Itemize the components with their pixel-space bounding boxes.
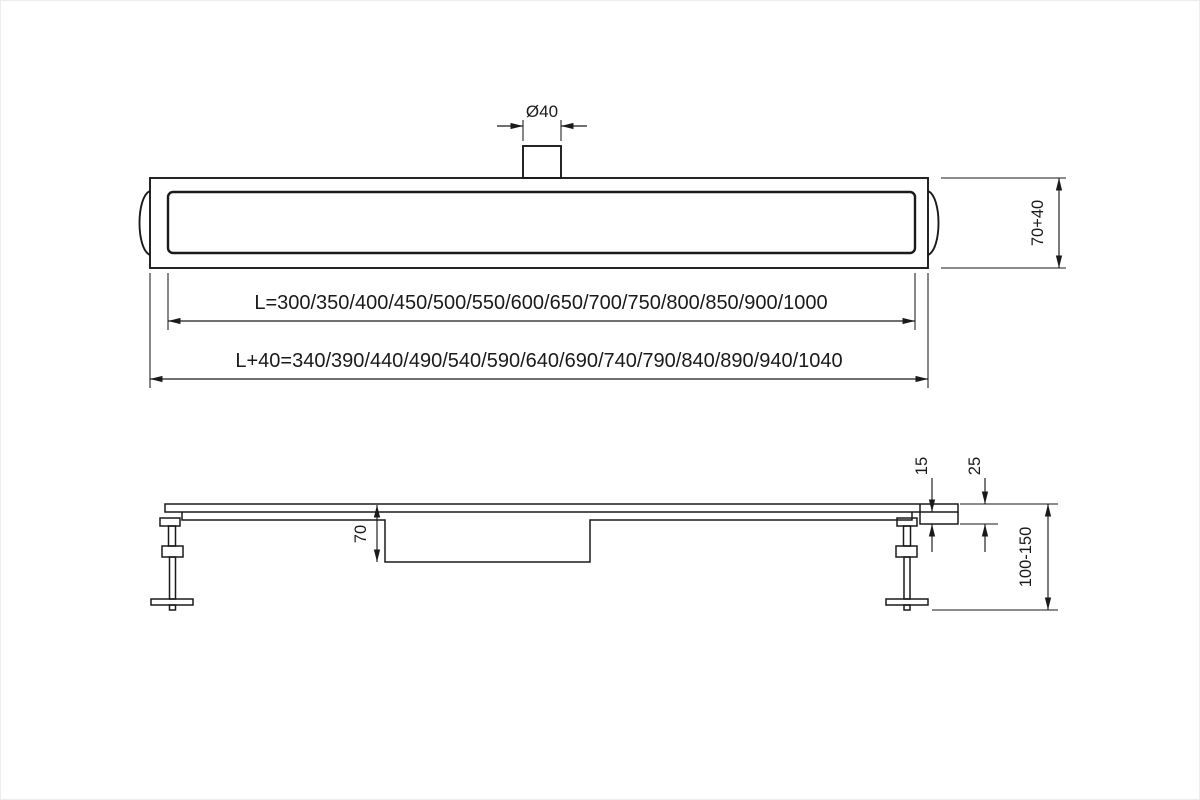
left-leg [150,517,194,611]
channel-body-profile [181,512,913,563]
leg-bracket [896,517,918,527]
leg-upper [902,525,912,547]
leg-adjuster-nut [895,545,918,558]
leg-rod [903,556,911,600]
right-end-cap [927,190,940,256]
leg-rod-tip [903,604,911,611]
total-height-dimension: 70+40 [941,177,1066,269]
channel-body [149,177,929,269]
leg-adjuster-nut [161,545,184,558]
overall-length-dimension: L+40=340/390/440/490/540/590/640/690/740… [149,273,929,388]
leg-bracket [159,517,181,527]
channel-side-view [150,503,959,611]
top-plate [164,503,959,513]
leg-rod-tip [168,604,177,611]
installation-height-label: 100-150 [1017,527,1035,588]
drain-outlet-stub [522,145,562,179]
left-end-cap [138,190,151,256]
leg-rod [168,556,177,600]
leg-upper [167,525,177,547]
total-height-label: 70+40 [1029,200,1047,246]
grate-length-label: L=300/350/400/450/500/550/600/650/700/75… [254,292,827,314]
leg-foot [150,598,194,606]
wall-edge-lip [919,504,959,525]
edge-height-label: 25 [966,457,984,475]
installation-height-dimension: 100-150 [932,503,1058,611]
outlet-diameter-label: Ø40 [526,102,558,121]
channel-front-view [138,145,940,269]
edge-offset-dimension: 15 [913,457,936,552]
overall-length-label: L+40=340/390/440/490/540/590/640/690/740… [235,350,842,372]
channel-grate [166,190,917,255]
edge-height-dimension: 25 [960,457,998,552]
body-depth-label: 70 [352,525,370,543]
leg-foot [885,598,929,606]
body-depth-dimension: 70 [352,505,381,562]
grate-length-dimension: L=300/350/400/450/500/550/600/650/700/75… [167,273,916,330]
outlet-diameter-dimension: Ø40 [497,102,587,141]
edge-offset-label: 15 [913,457,931,475]
right-leg [885,517,929,611]
